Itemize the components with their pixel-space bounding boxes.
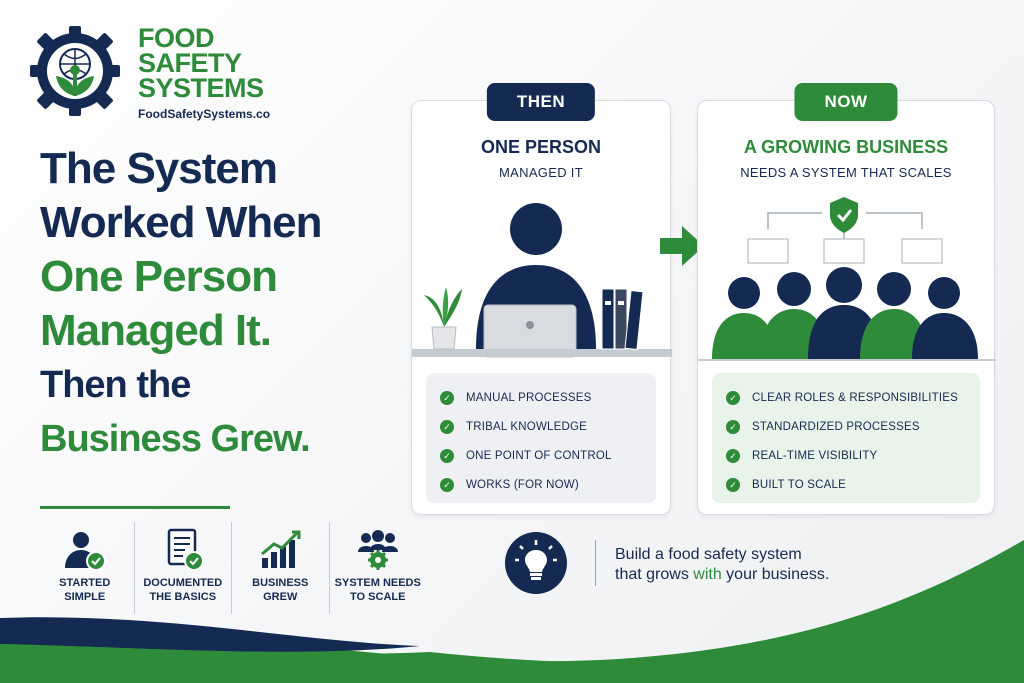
list-item: ✓ CLEAR ROLES & RESPONSIBILITIES: [726, 383, 966, 412]
brand-name-line: SYSTEMS: [138, 73, 264, 103]
list-item-text: TRIBAL KNOWLEDGE: [466, 420, 587, 433]
callout-text-part: that grows: [615, 566, 694, 583]
headline-line: Business Grew.: [40, 418, 311, 460]
list-item-text: STANDARDIZED PROCESSES: [752, 420, 920, 433]
step-label: BUSINESS GREW: [252, 577, 309, 603]
check-icon: ✓: [440, 477, 454, 492]
growth-chart-icon: [261, 530, 301, 568]
list-item: ✓ BUILT TO SCALE: [726, 470, 966, 499]
check-icon: ✓: [440, 448, 454, 463]
progress-steps: STARTED SIMPLE DOCUMENTED THE BASICS BUS…: [36, 522, 426, 614]
list-item-text: CLEAR ROLES & RESPONSIBILITIES: [752, 391, 959, 404]
callout-text: Build a food safety system that grows wi…: [615, 545, 829, 585]
brand-name-line: SAFETY: [138, 48, 242, 78]
list-item-text: ONE POINT OF CONTROL: [466, 449, 612, 462]
single-person-desk-illustration: [412, 203, 672, 358]
step-label: SYSTEM NEEDS TO SCALE: [334, 577, 421, 603]
now-panel: NOW A GROWING BUSINESS NEEDS A SYSTEM TH…: [697, 83, 996, 515]
headline-line: Managed It.: [40, 306, 272, 355]
list-item-text: MANUAL PROCESSES: [466, 391, 592, 404]
check-icon: ✓: [726, 477, 740, 492]
right-arrow-icon: [660, 226, 704, 266]
now-list: ✓ CLEAR ROLES & RESPONSIBILITIES ✓ STANDAR…: [712, 373, 980, 503]
step-system-needs-scale: SYSTEM NEEDS TO SCALE: [328, 522, 427, 614]
step-started-simple: STARTED SIMPLE: [36, 522, 134, 614]
headline-line: Then the: [40, 364, 191, 406]
callout-divider: [595, 540, 596, 586]
team-gear-icon: [357, 530, 398, 570]
list-item-text: BUILT TO SCALE: [752, 478, 846, 491]
gear-leaf-logo-icon: [30, 26, 120, 116]
list-item-text: REAL-TIME VISIBILITY: [752, 449, 878, 462]
now-badge: NOW: [794, 83, 898, 121]
check-icon: ✓: [440, 390, 454, 405]
list-item: ✓ ONE POINT OF CONTROL: [440, 441, 642, 470]
step-business-grew: BUSINESS GREW: [231, 522, 329, 614]
list-item: ✓ REAL-TIME VISIBILITY: [726, 441, 966, 470]
step-label: DOCUMENTED THE BASICS: [143, 577, 223, 603]
then-panel: THEN ONE PERSON MANAGED IT ✓ MANUAL PROCE…: [411, 83, 672, 515]
list-item: ✓ STANDARDIZED PROCESSES: [726, 412, 966, 441]
then-badge: THEN: [486, 83, 596, 121]
headline-line: Worked When: [40, 198, 323, 247]
check-icon: ✓: [726, 448, 740, 463]
check-icon: ✓: [440, 419, 454, 434]
headline-line: The System: [40, 144, 278, 193]
then-list: ✓ MANUAL PROCESSES ✓ TRIBAL KNOWLEDGE ✓ ONE…: [426, 373, 656, 503]
list-item: ✓ TRIBAL KNOWLEDGE: [440, 412, 642, 441]
check-icon: ✓: [726, 390, 740, 405]
headline: The System Worked When One Person Manage…: [40, 142, 400, 466]
callout-line: that grows with your business.: [615, 565, 829, 585]
now-title: A GROWING BUSINESS: [743, 137, 949, 157]
then-title: ONE PERSON: [480, 137, 602, 157]
lightbulb-icon: [515, 540, 557, 580]
brand-logo: FOOD SAFETY SYSTEMS FoodSafetySystems.co: [28, 24, 278, 124]
lightbulb-badge: [505, 532, 567, 594]
step-label: STARTED SIMPLE: [59, 577, 111, 603]
team-org-chart-illustration: [698, 197, 996, 361]
callout-highlight: with: [693, 566, 722, 583]
callout-line: Build a food safety system: [615, 546, 802, 563]
check-icon: ✓: [726, 419, 740, 434]
callout-text-part: your business.: [721, 566, 830, 583]
then-subtitle: MANAGED IT: [499, 165, 583, 180]
list-item: ✓ WORKS (FOR NOW): [440, 470, 642, 499]
brand-url: FoodSafetySystems.co: [138, 107, 271, 121]
step-documented-basics: DOCUMENTED THE BASICS: [133, 522, 232, 614]
now-subtitle: NEEDS A SYSTEM THAT SCALES: [740, 165, 952, 180]
person-check-icon: [64, 532, 106, 571]
footer-waves: [0, 540, 1024, 683]
list-item-text: WORKS (FOR NOW): [466, 478, 579, 491]
brand-name-line: FOOD: [138, 23, 215, 53]
headline-underline: [40, 506, 230, 509]
document-check-icon: [167, 528, 204, 571]
list-item: ✓ MANUAL PROCESSES: [440, 383, 642, 412]
headline-line: One Person: [40, 252, 278, 301]
